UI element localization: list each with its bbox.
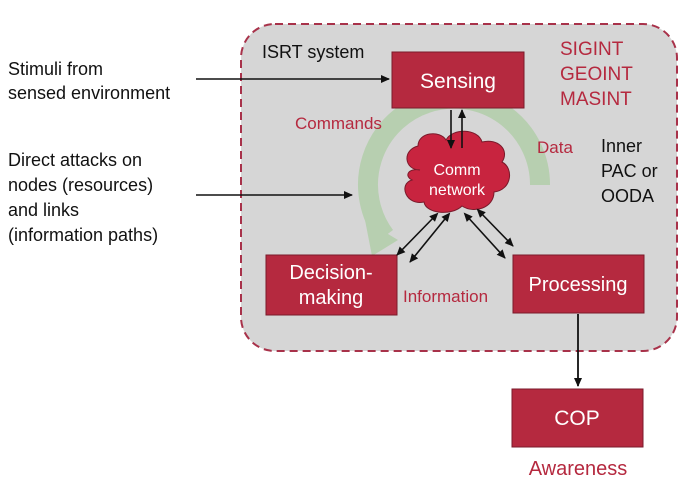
sensing-label: Sensing — [420, 70, 496, 93]
attacks-line-2: nodes (resources) — [8, 175, 153, 195]
stimuli-line-2: sensed environment — [8, 83, 170, 103]
inner-loop-line-1: Inner — [601, 136, 642, 156]
inner-loop-line-2: PAC or — [601, 161, 658, 181]
commands-label: Commands — [295, 114, 382, 133]
data-label: Data — [537, 138, 573, 157]
comm-processing-arrow-b — [476, 208, 514, 247]
inner-loop-line-3: OODA — [601, 186, 654, 206]
processing-label: Processing — [529, 274, 628, 296]
information-label: Information — [403, 287, 488, 306]
awareness-label: Awareness — [529, 458, 628, 480]
comm-network-label-2: network — [429, 182, 486, 199]
int-type-masint: MASINT — [560, 89, 632, 110]
decision-making-label-2: making — [299, 287, 363, 309]
decision-making-node — [265, 254, 398, 316]
attacks-line-3: and links — [8, 200, 79, 220]
int-type-sigint: SIGINT — [560, 39, 624, 60]
system-title: ISRT system — [262, 42, 364, 62]
decision-making-label-1: Decision- — [289, 262, 372, 284]
sensing-node — [391, 51, 525, 109]
cop-node — [511, 388, 644, 448]
comm-network-label-1: Comm — [433, 162, 480, 179]
attacks-line-1: Direct attacks on — [8, 150, 142, 170]
attacks-line-4: (information paths) — [8, 225, 158, 245]
comm-network-cloud: Comm network — [404, 130, 510, 213]
processing-node — [512, 254, 645, 314]
int-type-geoint: GEOINT — [560, 64, 633, 85]
comm-decision-arrow-b — [409, 212, 451, 263]
cop-label: COP — [554, 407, 600, 430]
stimuli-line-1: Stimuli from — [8, 59, 103, 79]
